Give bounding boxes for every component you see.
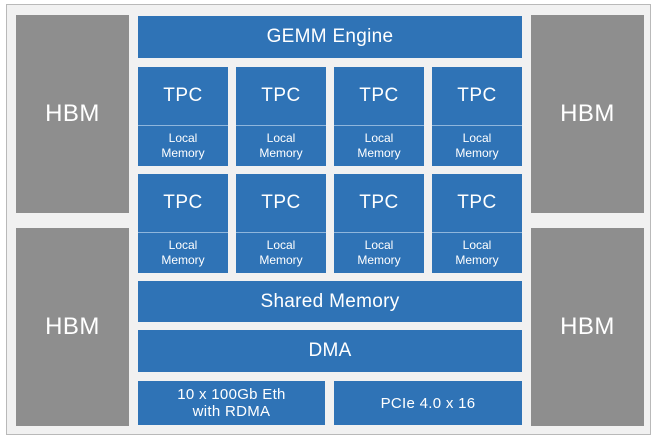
tpc-block: TPC Local Memory <box>334 67 424 166</box>
hbm-bottom-right: HBM <box>531 228 644 426</box>
tpc-divider <box>334 125 424 126</box>
shared-memory: Shared Memory <box>138 281 522 322</box>
tpc-label: TPC <box>359 85 399 106</box>
tpc-label: TPC <box>359 192 399 213</box>
tpc-label: TPC <box>163 192 203 213</box>
tpc-divider <box>236 125 326 126</box>
local-memory-label: Local Memory <box>357 131 401 160</box>
tpc-block: TPC Local Memory <box>236 174 326 273</box>
tpc-label: TPC <box>457 85 497 106</box>
local-memory-label: Local Memory <box>455 238 499 267</box>
local-memory-label: Local Memory <box>259 131 303 160</box>
tpc-divider <box>138 125 228 126</box>
local-memory-label: Local Memory <box>259 238 303 267</box>
tpc-label: TPC <box>261 85 301 106</box>
tpc-label: TPC <box>163 85 203 106</box>
tpc-block: TPC Local Memory <box>432 67 522 166</box>
hbm-bottom-left: HBM <box>16 228 129 426</box>
tpc-divider <box>432 232 522 233</box>
dma: DMA <box>138 330 522 372</box>
tpc-block: TPC Local Memory <box>138 67 228 166</box>
tpc-block: TPC Local Memory <box>236 67 326 166</box>
tpc-block: TPC Local Memory <box>138 174 228 273</box>
local-memory-label: Local Memory <box>161 131 205 160</box>
local-memory-label: Local Memory <box>357 238 401 267</box>
hbm-top-right: HBM <box>531 15 644 213</box>
pcie: PCIe 4.0 x 16 <box>334 381 522 425</box>
tpc-divider <box>236 232 326 233</box>
tpc-label: TPC <box>457 192 497 213</box>
ethernet-rdma: 10 x 100Gb Eth with RDMA <box>138 381 325 425</box>
tpc-divider <box>432 125 522 126</box>
tpc-block: TPC Local Memory <box>334 174 424 273</box>
local-memory-label: Local Memory <box>161 238 205 267</box>
tpc-label: TPC <box>261 192 301 213</box>
hbm-top-left: HBM <box>16 15 129 213</box>
tpc-block: TPC Local Memory <box>432 174 522 273</box>
gemm-engine: GEMM Engine <box>138 16 522 58</box>
tpc-divider <box>138 232 228 233</box>
tpc-divider <box>334 232 424 233</box>
local-memory-label: Local Memory <box>455 131 499 160</box>
